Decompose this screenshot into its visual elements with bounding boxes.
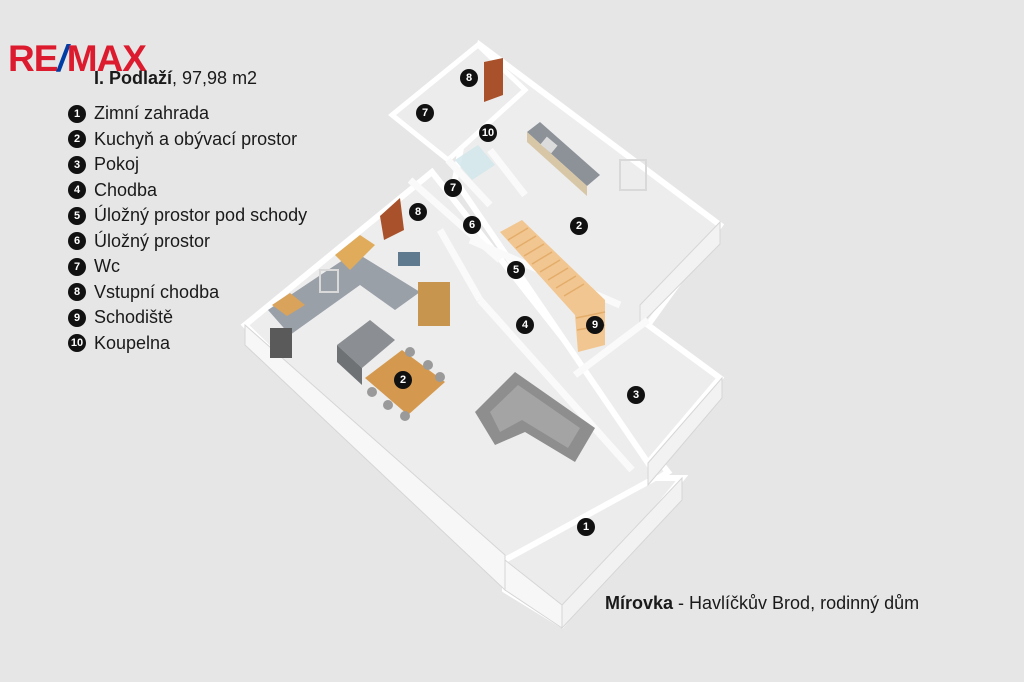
legend-number: 4	[68, 181, 86, 200]
svg-text:2: 2	[576, 220, 582, 232]
svg-text:8: 8	[415, 206, 421, 218]
kitchen-island-front	[337, 345, 362, 385]
legend-label: Úložný prostor pod schody	[94, 205, 308, 226]
room-marker-8b: 8	[409, 203, 427, 221]
svg-text:10: 10	[482, 127, 494, 139]
svg-text:3: 3	[633, 389, 639, 401]
interior-walls	[407, 147, 651, 473]
door-entrance-upper	[484, 58, 503, 102]
cooker	[398, 252, 420, 266]
legend-label: Chodba	[94, 179, 158, 200]
legend-label: Zimní zahrada	[94, 103, 210, 124]
legend-label: Vstupní chodba	[94, 281, 220, 302]
legend-label: Pokoj	[94, 154, 140, 175]
svg-text:7: 7	[422, 107, 428, 119]
outer-wall-room3	[647, 376, 723, 487]
floor-name: I. Podlaží	[94, 68, 173, 88]
svg-text:1: 1	[583, 521, 589, 533]
appliance-tall	[270, 328, 292, 358]
door-entrance-lower	[380, 198, 404, 240]
svg-text:8: 8	[466, 72, 472, 84]
room-marker-6: 6	[463, 216, 481, 234]
legend-item: 5 Úložný prostor pod schody	[68, 203, 307, 229]
svg-text:7: 7	[450, 182, 456, 194]
room-marker-1: 1	[577, 518, 595, 536]
kitchen-counter-wood	[272, 293, 305, 316]
room-marker-8a: 8	[460, 69, 478, 87]
stair-steps	[507, 227, 606, 331]
floor-area: , 97,98 m2	[172, 68, 258, 88]
legend-label: Schodiště	[94, 307, 174, 328]
legend-number: 6	[68, 232, 86, 251]
property-caption: Mírovka - Havlíčkův Brod, rodinný dům	[605, 593, 919, 614]
kitchen-counter-main	[268, 252, 420, 335]
legend-label: Úložný prostor	[94, 230, 211, 251]
remax-logo: RE/MAX	[8, 38, 147, 79]
room-marker-4: 4	[516, 316, 534, 334]
sofa-seat	[490, 385, 580, 448]
room-marker-3: 3	[627, 386, 645, 404]
svg-text:5: 5	[513, 264, 519, 276]
room-marker-9: 9	[586, 316, 604, 334]
kitchen-counter-upper-front	[527, 132, 587, 196]
room-marker-7b: 7	[444, 179, 462, 197]
upper-cabinet	[335, 235, 375, 270]
caption-street: Mírovka	[605, 593, 674, 613]
legend-number: 5	[68, 206, 86, 225]
legend-number: 7	[68, 257, 86, 276]
legend-item: 8 Vstupní chodba	[68, 280, 307, 306]
outer-wall-garden-right	[561, 476, 683, 630]
outer-wall-right	[639, 220, 721, 327]
window-room2	[619, 159, 647, 191]
legend-number: 1	[68, 104, 86, 123]
room-marker-2a: 2	[570, 217, 588, 235]
svg-text:2: 2	[400, 374, 406, 386]
legend-number: 9	[68, 308, 86, 327]
svg-text:9: 9	[592, 319, 598, 331]
room-marker-7a: 7	[416, 104, 434, 122]
floor-title: I. Podlaží, 97,98 m2	[94, 68, 257, 89]
window-left	[319, 269, 339, 293]
svg-text:6: 6	[469, 219, 475, 231]
kitchen-island	[337, 320, 395, 368]
caption-location: - Havlíčkův Brod, rodinný dům	[673, 593, 920, 613]
legend-item: 9 Schodiště	[68, 305, 307, 331]
legend-item: 7 Wc	[68, 254, 307, 280]
legend-label: Wc	[94, 256, 120, 277]
legend-item: 6 Úložný prostor	[68, 229, 307, 255]
legend-number: 2	[68, 130, 86, 149]
room-marker-2b: 2	[394, 371, 412, 389]
legend-label: Koupelna	[94, 332, 171, 353]
kitchen-counter-upper	[527, 122, 600, 186]
legend-item: 10 Koupelna	[68, 331, 307, 357]
room-marker-10: 10	[479, 124, 497, 142]
shower	[455, 145, 495, 180]
dining-chairs	[367, 347, 445, 421]
fridge	[418, 282, 450, 326]
legend-label: Kuchyň a obývací prostor	[94, 128, 298, 149]
sink-upper	[540, 136, 558, 154]
staircase	[500, 220, 605, 352]
room-marker-5: 5	[507, 261, 525, 279]
legend-item: 2 Kuchyň a obývací prostor	[68, 127, 307, 153]
legend-item: 4 Chodba	[68, 178, 307, 204]
legend-item: 1 Zimní zahrada	[68, 101, 307, 127]
legend-number: 3	[68, 155, 86, 174]
legend-number: 8	[68, 283, 86, 302]
room-legend: 1 Zimní zahrada 2 Kuchyň a obývací prostor…	[68, 101, 307, 356]
legend-number: 10	[68, 334, 86, 353]
svg-text:4: 4	[522, 319, 529, 331]
legend-item: 3 Pokoj	[68, 152, 307, 178]
